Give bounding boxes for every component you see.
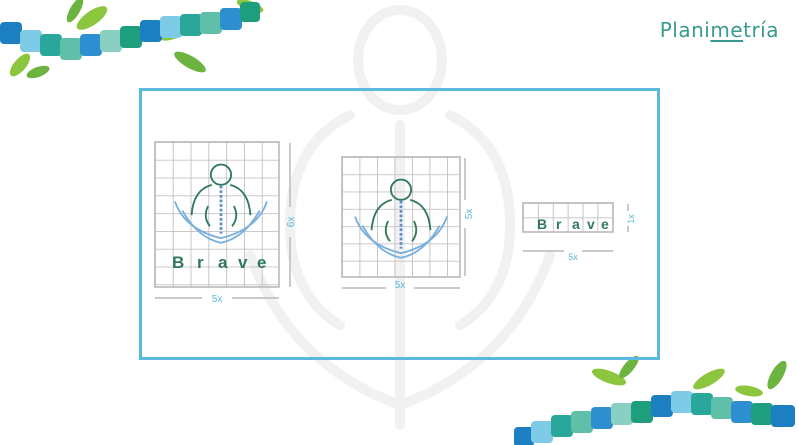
puzzle-chain-icon [514, 391, 795, 445]
icon-logo-height-dimension: 5x [464, 158, 475, 276]
text-logo-height-dimension: 1x [626, 204, 636, 232]
dimension-label: 6x [286, 217, 297, 228]
icon-logo-width-dimension: 5x [342, 280, 460, 291]
wordmark-letter: B [537, 216, 547, 232]
wordmark-letter: r [556, 216, 562, 232]
dimension-label: 5x [212, 294, 223, 305]
puzzle-chain-icon [0, 2, 260, 60]
dimension-label: 5x [464, 209, 475, 220]
wordmark-letter: r [197, 253, 204, 272]
wordmark-letter: a [218, 253, 228, 272]
text-logo-width-dimension: 5x [523, 250, 613, 262]
wordmark-letter: v [238, 253, 248, 272]
dimension-label: 5x [395, 280, 406, 291]
wordmark-letter: B [172, 253, 184, 272]
page-title: Planimetría [659, 18, 779, 42]
text-logo-grid [522, 202, 614, 233]
wordmark-letter: e [257, 253, 266, 272]
planimetry-frame [139, 88, 660, 360]
wordmark-letter: v [587, 216, 595, 232]
wordmark-letter: a [572, 216, 580, 232]
leaf-icon [591, 355, 787, 397]
brave-wordmark: B r a v e [537, 216, 609, 232]
full-logo-width-dimension: 5x [155, 294, 279, 305]
wordmark-letter: e [601, 216, 609, 232]
decorative-puzzle-top-left [0, 0, 264, 79]
brave-wordmark: B r a v e [172, 253, 266, 272]
decorative-puzzle-bottom-right [514, 355, 795, 445]
dimension-label: 5x [568, 252, 578, 262]
dimension-label: 1x [626, 214, 636, 224]
back-figure-icon [354, 178, 448, 259]
full-logo-height-dimension: 6x [286, 143, 297, 287]
back-figure-icon [174, 163, 268, 244]
